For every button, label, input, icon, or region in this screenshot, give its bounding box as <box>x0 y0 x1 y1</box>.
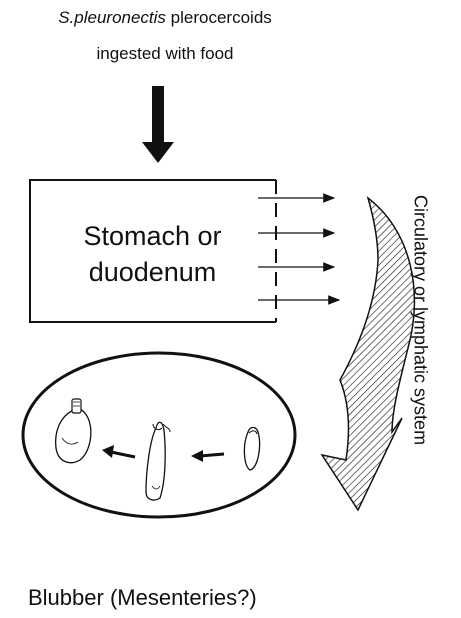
stage-arrow-1 <box>191 450 224 462</box>
ingestion-label-line2: ingested with food <box>0 44 330 64</box>
blubber-label: Blubber (Mesenteries?) <box>28 585 257 611</box>
circulatory-arrow <box>322 198 414 510</box>
larva-elongated <box>146 422 170 500</box>
ingestion-arrow <box>142 86 174 163</box>
larva-rounded <box>56 399 91 463</box>
stomach-label-line2: duodenum <box>30 254 275 290</box>
stomach-label: Stomach or duodenum <box>30 218 275 290</box>
circulatory-label: Circulatory or lymphatic system <box>402 195 461 535</box>
ingestion-label-rest: plerocercoids <box>171 8 272 27</box>
species-name: S.pleuronectis <box>58 8 166 27</box>
circulatory-label-text: Circulatory or lymphatic system <box>410 195 431 445</box>
stage-arrow-2 <box>102 445 135 458</box>
ingestion-label-line1: S.pleuronectis plerocercoids <box>0 8 330 28</box>
stomach-label-line1: Stomach or <box>30 218 275 254</box>
larva-small <box>244 428 259 471</box>
